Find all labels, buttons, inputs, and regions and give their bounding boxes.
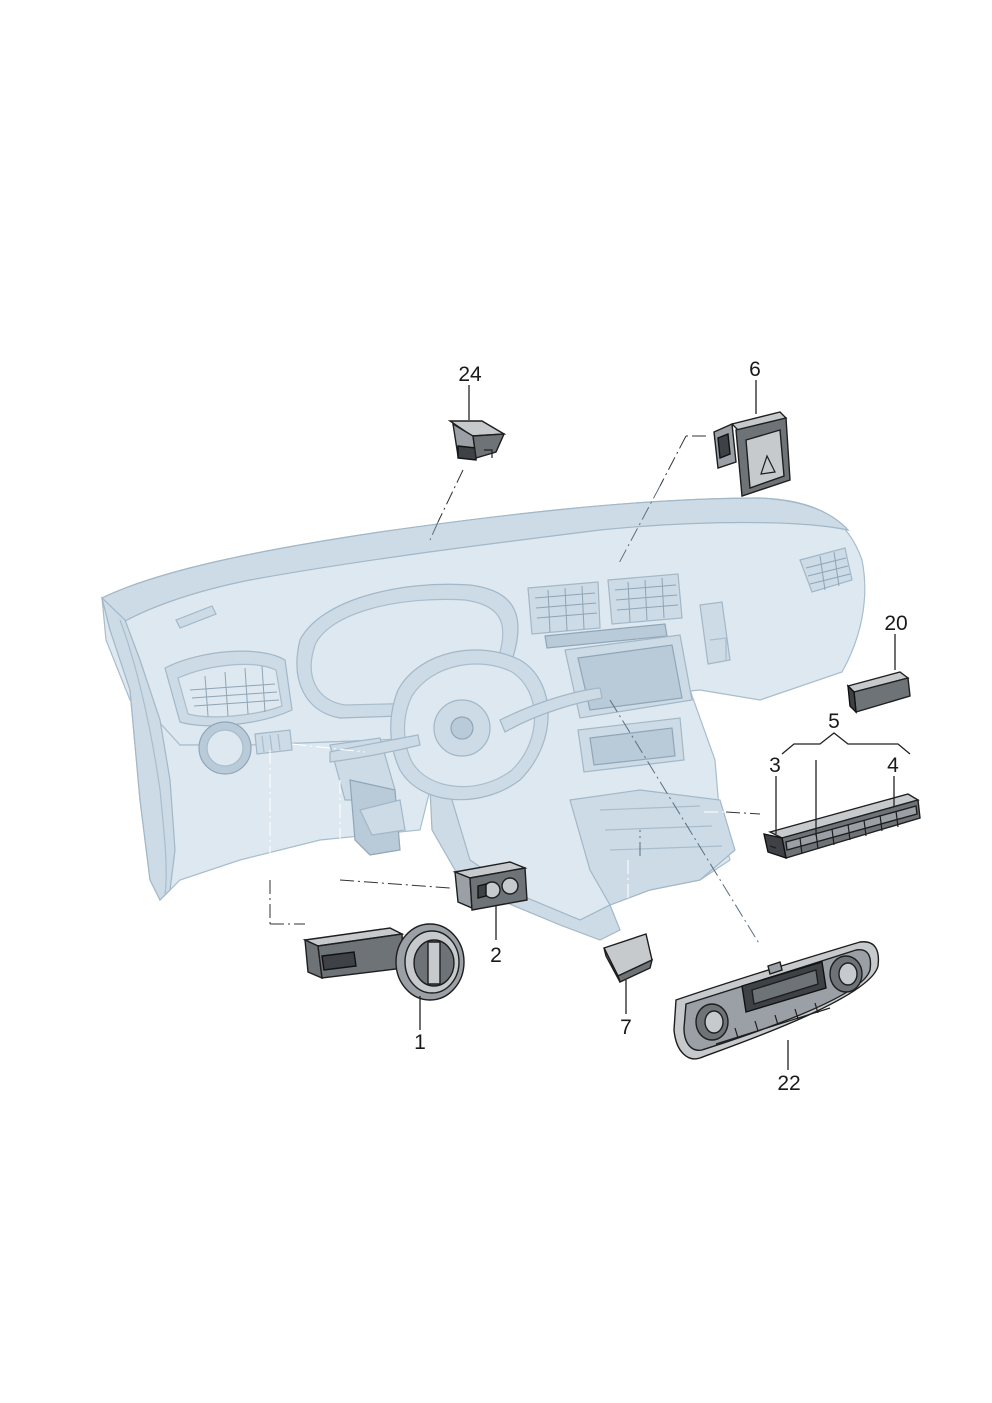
callout-22: 22 bbox=[777, 1072, 800, 1095]
callout-2: 2 bbox=[490, 944, 502, 967]
callout-7: 7 bbox=[620, 1016, 632, 1039]
part-6 bbox=[713, 411, 791, 497]
dashboard-ghost bbox=[100, 497, 866, 941]
callout-1: 1 bbox=[414, 1031, 426, 1054]
part-1 bbox=[302, 923, 465, 1001]
part-2 bbox=[452, 861, 528, 911]
hazard-triangle-icon bbox=[760, 454, 776, 475]
part-20 bbox=[846, 671, 911, 714]
callout-6: 6 bbox=[749, 358, 761, 381]
part-24 bbox=[447, 420, 507, 461]
callout-24: 24 bbox=[458, 363, 482, 386]
callout-4: 4 bbox=[887, 754, 899, 777]
part-3-4-switch-bar bbox=[763, 793, 921, 860]
part-22 bbox=[673, 941, 880, 1060]
callout-5: 5 bbox=[828, 710, 840, 733]
callout-labels: 24 6 20 5 3 4 2 7 1 22 bbox=[414, 358, 908, 1095]
callout-3: 3 bbox=[769, 754, 781, 777]
callout-leaders bbox=[419, 380, 911, 1070]
assembly-lines bbox=[269, 435, 761, 946]
part-7 bbox=[603, 933, 654, 983]
callout-20: 20 bbox=[884, 612, 907, 635]
